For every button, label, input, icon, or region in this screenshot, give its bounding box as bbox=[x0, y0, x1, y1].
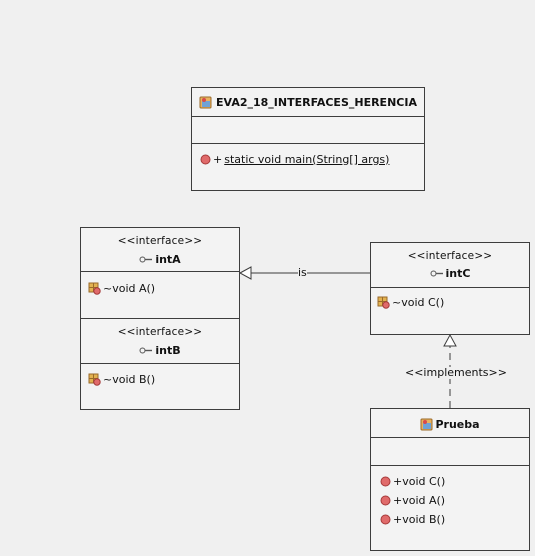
inta-name: intA bbox=[155, 252, 181, 266]
inta-method-visibility: ~ bbox=[103, 281, 113, 295]
realization-arrowhead bbox=[443, 333, 457, 347]
prueba-op-signature: void C() bbox=[402, 474, 446, 488]
interface-icon bbox=[139, 256, 153, 262]
main-method-visibility: + bbox=[213, 152, 223, 166]
prueba-op-signature: void B() bbox=[402, 512, 446, 526]
public-method-icon bbox=[380, 476, 391, 486]
generalization-arrowhead bbox=[238, 266, 252, 280]
main-class-name: EVA2_18_INTERFACES_HERENCIA bbox=[216, 95, 417, 109]
intc-name: intC bbox=[445, 266, 471, 280]
interface-inta-box[interactable]: <<interface>> intA ~ void A() bbox=[80, 227, 240, 319]
package-method-icon bbox=[377, 296, 390, 309]
prueba-op-signature: void A() bbox=[402, 493, 446, 507]
interface-icon bbox=[430, 270, 443, 276]
package-method-icon bbox=[88, 282, 101, 295]
intc-method-signature: void C() bbox=[401, 295, 445, 309]
intb-name: intB bbox=[155, 343, 181, 357]
prueba-operation-b: + void B() bbox=[380, 511, 445, 527]
main-class-box[interactable]: EVA2_18_INTERFACES_HERENCIA + static voi… bbox=[191, 87, 425, 191]
main-method-signature: static void main(String[] args) bbox=[224, 152, 390, 166]
generalization-label: is bbox=[298, 266, 307, 279]
interface-icon bbox=[139, 347, 153, 353]
package-method-icon bbox=[88, 373, 101, 386]
prueba-op-visibility: + bbox=[393, 474, 403, 488]
prueba-class-box[interactable]: Prueba + void C() + void A() + void B() bbox=[370, 408, 530, 551]
prueba-name: Prueba bbox=[435, 417, 480, 431]
public-method-icon bbox=[380, 495, 391, 505]
intb-method-signature: void B() bbox=[112, 372, 156, 386]
class-icon bbox=[199, 96, 212, 108]
class-icon bbox=[420, 418, 433, 430]
intb-stereotype: <<interface>> bbox=[117, 326, 203, 338]
intc-method-visibility: ~ bbox=[392, 295, 402, 309]
public-method-icon bbox=[380, 514, 391, 524]
interface-intc-box[interactable]: <<interface>> intC ~ void C() bbox=[370, 242, 530, 335]
prueba-op-visibility: + bbox=[393, 512, 403, 526]
public-method-icon bbox=[200, 154, 211, 164]
inta-method-signature: void A() bbox=[112, 281, 156, 295]
inta-stereotype: <<interface>> bbox=[117, 235, 203, 247]
realization-label: <<implements>> bbox=[403, 366, 509, 379]
prueba-op-visibility: + bbox=[393, 493, 403, 507]
intc-stereotype: <<interface>> bbox=[407, 250, 493, 262]
intb-method-visibility: ~ bbox=[103, 372, 113, 386]
prueba-operation-c: + void C() bbox=[380, 473, 445, 489]
prueba-operation-a: + void A() bbox=[380, 492, 445, 508]
interface-intb-box[interactable]: <<interface>> intB ~ void B() bbox=[80, 318, 240, 410]
